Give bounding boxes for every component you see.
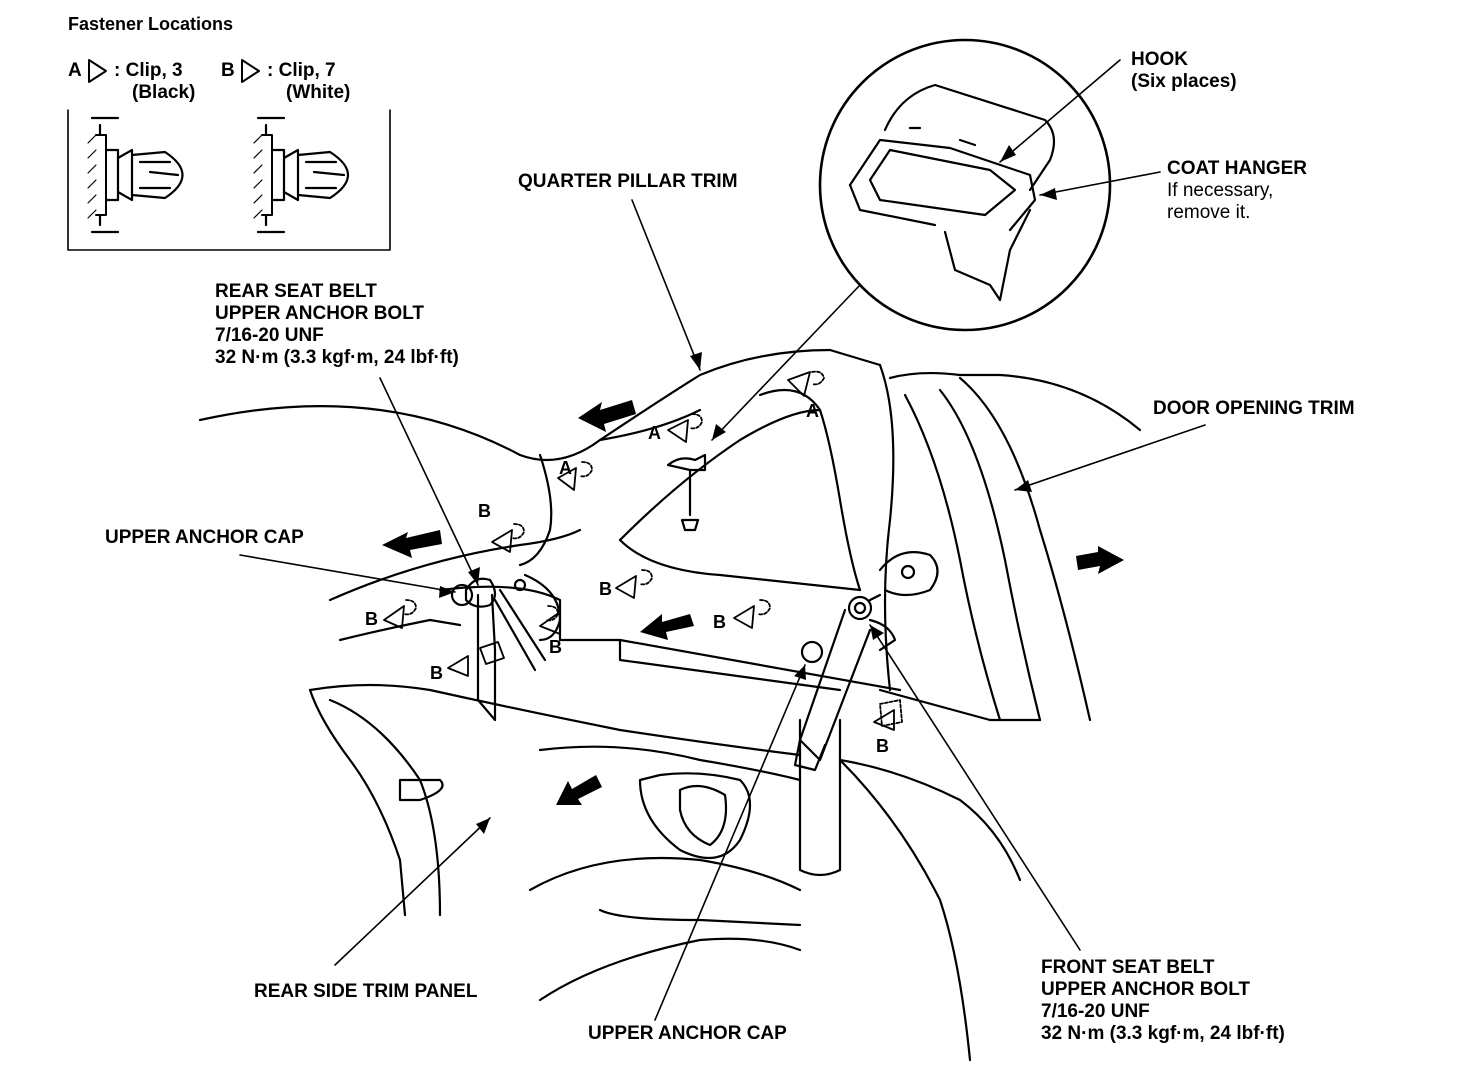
clip-markers [383, 370, 903, 731]
label-coat-hanger-line3: remove it. [1167, 202, 1251, 223]
clip-marker-b-4: B [549, 637, 562, 657]
leader-upper-cap-left [239, 554, 456, 593]
coat-hanger-detail [818, 38, 1112, 332]
clip-a-color: (Black) [132, 82, 196, 103]
legend-clip-triangles [88, 59, 260, 83]
label-coat-hanger-line1: COAT HANGER [1167, 158, 1308, 179]
clip-marker-b-2: B [365, 609, 378, 629]
label-upper-anchor-cap-left: UPPER ANCHOR CAP [105, 527, 304, 548]
label-rear-bolt-line1: REAR SEAT BELT [215, 281, 377, 302]
clip-marker-a-2: A [648, 423, 661, 443]
label-front-bolt-line4: 32 N·m (3.3 kgf·m, 24 lbf·ft) [1041, 1023, 1285, 1044]
front-seat-belt [793, 551, 939, 772]
leader-quarter-pillar [631, 199, 701, 371]
label-front-bolt-line1: FRONT SEAT BELT [1041, 957, 1215, 978]
label-rear-seat-belt-bolt: REAR SEAT BELT UPPER ANCHOR BOLT 7/16-20… [215, 281, 459, 369]
leader-rear-side-panel [334, 817, 491, 966]
clip-marker-b-6: B [713, 612, 726, 632]
label-coat-hanger: COAT HANGER If necessary, remove it. [1167, 158, 1307, 224]
leader-detail-to-clip [711, 284, 861, 441]
clip-marker-b-7: B [876, 736, 889, 756]
clip-marker-b-1: B [478, 501, 491, 521]
arrow-left-3 [640, 614, 694, 640]
label-front-seat-belt-bolt: FRONT SEAT BELT UPPER ANCHOR BOLT 7/16-2… [1041, 957, 1285, 1045]
clip-marker-a-1: A [806, 401, 819, 421]
arrow-down-left [556, 775, 602, 805]
clip-b-color: (White) [286, 82, 351, 103]
clip-a-text: : Clip, 3 [114, 60, 183, 81]
clip-b-illustration [253, 116, 349, 234]
legend-title: Fastener Locations [68, 14, 234, 34]
clip-b-text: : Clip, 7 [267, 60, 336, 81]
center-clip-screw [666, 453, 707, 532]
legend-box [67, 109, 391, 251]
label-coat-hanger-line2: If necessary, [1167, 180, 1274, 201]
leader-rear-bolt [379, 377, 479, 586]
label-hook-line2: (Six places) [1131, 71, 1237, 92]
label-rear-bolt-line2: UPPER ANCHOR BOLT [215, 303, 424, 324]
label-front-bolt-line3: 7/16-20 UNF [1041, 1001, 1150, 1022]
label-upper-anchor-cap-bottom: UPPER ANCHOR CAP [588, 1023, 787, 1044]
clip-b-letter: B [221, 60, 235, 81]
leader-hook [999, 59, 1121, 163]
arrow-right [1076, 546, 1124, 574]
leader-coat-hanger [1039, 171, 1161, 196]
label-rear-bolt-line4: 32 N·m (3.3 kgf·m, 24 lbf·ft) [215, 347, 459, 368]
leader-arrowheads [439, 145, 1057, 834]
leader-front-bolt [869, 624, 1081, 951]
clip-marker-a-3: A [559, 458, 572, 478]
label-rear-side-trim-panel: REAR SIDE TRIM PANEL [254, 981, 478, 1002]
clip-a-letter: A [68, 60, 82, 81]
removal-direction-arrows [382, 400, 1124, 805]
rear-side-trim-outline [308, 683, 1022, 1062]
label-hook: HOOK (Six places) [1131, 49, 1237, 93]
leader-lines [239, 59, 1206, 1021]
label-door-opening-trim: DOOR OPENING TRIM [1153, 398, 1355, 419]
arrow-left-2 [382, 530, 442, 558]
leader-door-opening [1014, 424, 1206, 491]
clip-a-triangle-icon [88, 59, 107, 83]
arrow-left-1 [578, 400, 636, 432]
label-hook-line1: HOOK [1131, 49, 1188, 70]
leader-upper-cap-bottom [654, 664, 806, 1021]
clip-b-triangle-icon [241, 59, 260, 83]
clip-a-illustration [87, 116, 184, 234]
label-rear-bolt-line3: 7/16-20 UNF [215, 325, 324, 346]
clip-marker-b-5: B [599, 579, 612, 599]
label-front-bolt-line2: UPPER ANCHOR BOLT [1041, 979, 1250, 1000]
clip-marker-b-3: B [430, 663, 443, 683]
label-quarter-pillar-trim: QUARTER PILLAR TRIM [518, 171, 738, 192]
quarter-pillar-outline [198, 348, 1142, 722]
